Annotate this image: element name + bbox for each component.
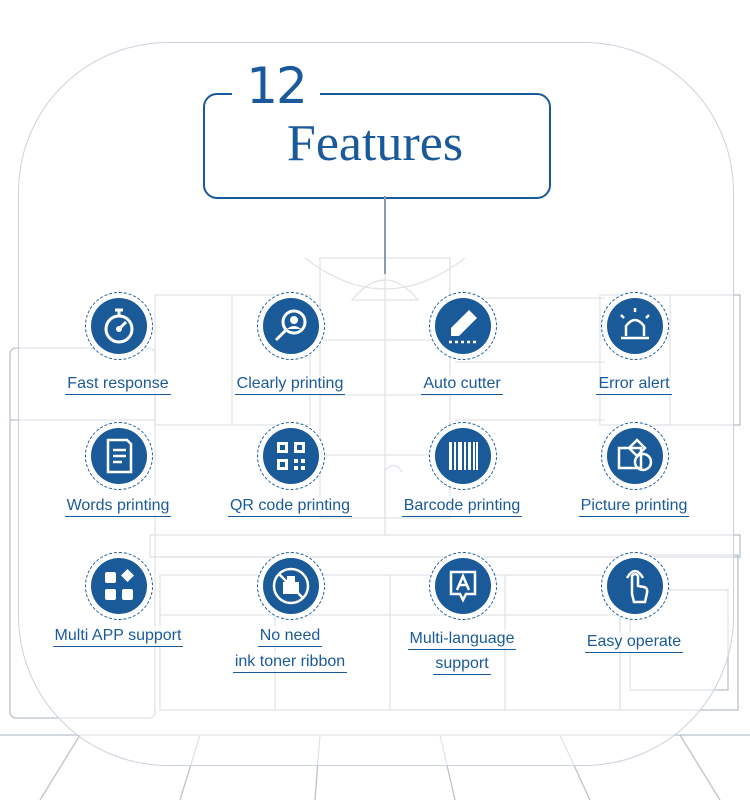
no-ink-icon xyxy=(263,558,319,614)
feature-label: QR code printing xyxy=(227,496,353,517)
feature-icon-ring xyxy=(85,292,153,360)
feature-label-line2: ink toner ribbon xyxy=(232,652,348,673)
alarm-light-icon xyxy=(607,298,663,354)
document-icon xyxy=(91,428,147,484)
feature-icon-ring xyxy=(429,552,497,620)
feature-icon-ring xyxy=(429,422,497,490)
feature-label: Picture printing xyxy=(578,496,690,517)
app-grid-icon xyxy=(91,558,147,614)
feature-icon-ring xyxy=(85,422,153,490)
feature-label: Fast response xyxy=(65,374,171,395)
feature-label: Clearly printing xyxy=(234,374,346,395)
picture-icon xyxy=(607,428,663,484)
title-connector-line xyxy=(384,196,386,274)
feature-icon-ring xyxy=(601,292,669,360)
feature-icon-ring xyxy=(85,552,153,620)
feature-icon-ring xyxy=(257,552,325,620)
language-icon xyxy=(435,558,491,614)
feature-label: Error alert xyxy=(596,374,672,395)
feature-icon-ring xyxy=(601,422,669,490)
feature-label: Easy operate xyxy=(584,632,684,653)
title-number: 12 xyxy=(232,56,320,116)
feature-label: Words printing xyxy=(64,496,172,517)
feature-label: Multi-language xyxy=(407,629,517,650)
feature-icon-ring xyxy=(257,422,325,490)
barcode-icon xyxy=(435,428,491,484)
stopwatch-icon xyxy=(91,298,147,354)
feature-label: Multi APP support xyxy=(52,626,184,647)
feature-icon-ring xyxy=(601,552,669,620)
tap-hand-icon xyxy=(607,558,663,614)
feature-icon-ring xyxy=(257,292,325,360)
feature-icon-ring xyxy=(429,292,497,360)
feature-label: No need xyxy=(257,626,323,647)
feature-label: Auto cutter xyxy=(421,374,503,395)
title-word: Features xyxy=(286,115,464,172)
feature-label: Barcode printing xyxy=(401,496,523,517)
magnifier-icon xyxy=(263,298,319,354)
qr-code-icon xyxy=(263,428,319,484)
feature-label-line2: support xyxy=(433,654,491,675)
pen-cutter-icon xyxy=(435,298,491,354)
